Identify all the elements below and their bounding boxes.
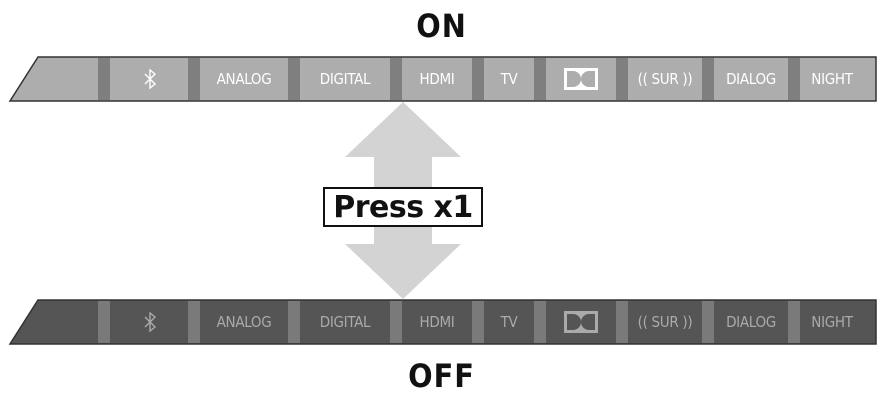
bar-off-button-dialog[interactable]: DIALOG <box>714 299 788 345</box>
bar-off-divider <box>702 301 714 343</box>
bar-on-divider <box>702 58 714 100</box>
dolby-icon <box>564 68 598 90</box>
bar-off-button-bluetooth[interactable] <box>112 299 188 345</box>
bar-off-button-label: DIALOG <box>726 313 776 331</box>
bar-off-button-label: NIGHT <box>811 313 853 331</box>
bar-on-button-dialog[interactable]: DIALOG <box>714 56 788 102</box>
soundbar-on: ANALOG DIGITAL HDMI TV (( SUR )) DIALOG NIGHT <box>0 56 883 102</box>
bluetooth-icon <box>142 310 158 334</box>
bar-off-body <box>8 299 877 345</box>
bar-on-button-label: TV <box>500 70 518 88</box>
bar-on-button-label: DIALOG <box>726 70 776 88</box>
bar-off-button-label: TV <box>500 313 518 331</box>
bar-off-button-analog[interactable]: ANALOG <box>200 299 288 345</box>
bar-on-button-tv[interactable]: TV <box>484 56 534 102</box>
bar-off-divider <box>616 301 628 343</box>
bar-off-button-tv[interactable]: TV <box>484 299 534 345</box>
bar-on-divider <box>390 58 402 100</box>
bar-on-button-digital[interactable]: DIGITAL <box>300 56 390 102</box>
bar-on-button-label: (( SUR )) <box>637 70 693 88</box>
bar-on-button-analog[interactable]: ANALOG <box>200 56 288 102</box>
bar-on-button-night[interactable]: NIGHT <box>800 56 864 102</box>
bar-off-button-hdmi[interactable]: HDMI <box>402 299 472 345</box>
bar-off-button-digital[interactable]: DIGITAL <box>300 299 390 345</box>
bar-on-button-bluetooth[interactable] <box>112 56 188 102</box>
dolby-icon <box>564 311 598 333</box>
press-label: Press x1 <box>323 187 483 227</box>
bar-off-button-sur[interactable]: (( SUR )) <box>628 299 702 345</box>
bar-on-divider <box>472 58 484 100</box>
bar-on-button-label: NIGHT <box>811 70 853 88</box>
bar-on-button-sur[interactable]: (( SUR )) <box>628 56 702 102</box>
bar-on-button-label: HDMI <box>419 70 455 88</box>
bar-off-divider <box>288 301 300 343</box>
bar-off-button-label: HDMI <box>419 313 455 331</box>
bar-off-button-label: (( SUR )) <box>637 313 693 331</box>
bar-on-button-hdmi[interactable]: HDMI <box>402 56 472 102</box>
state-off-label: OFF <box>408 357 475 395</box>
bar-off-button-night[interactable]: NIGHT <box>800 299 864 345</box>
bluetooth-icon <box>142 67 158 91</box>
bar-on-divider <box>616 58 628 100</box>
bar-off-divider <box>534 301 546 343</box>
bar-off-divider <box>98 301 110 343</box>
bar-on-button-dolby[interactable] <box>546 56 616 102</box>
soundbar-off: ANALOG DIGITAL HDMI TV (( SUR )) DIALOG NIGHT <box>0 299 883 345</box>
bar-off-divider <box>788 301 800 343</box>
bar-on-divider <box>534 58 546 100</box>
bar-off-button-label: ANALOG <box>216 313 272 331</box>
bar-on-button-label: DIGITAL <box>319 70 371 88</box>
bar-off-divider <box>390 301 402 343</box>
state-on-label: ON <box>416 7 467 45</box>
bar-on-body <box>8 56 877 102</box>
bar-off-button-label: DIGITAL <box>319 313 371 331</box>
bar-on-button-label: ANALOG <box>216 70 272 88</box>
bar-off-divider <box>188 301 200 343</box>
bar-off-divider <box>472 301 484 343</box>
bar-off-button-dolby[interactable] <box>546 299 616 345</box>
bar-on-divider <box>98 58 110 100</box>
bar-on-divider <box>288 58 300 100</box>
bar-on-divider <box>188 58 200 100</box>
bar-on-divider <box>788 58 800 100</box>
